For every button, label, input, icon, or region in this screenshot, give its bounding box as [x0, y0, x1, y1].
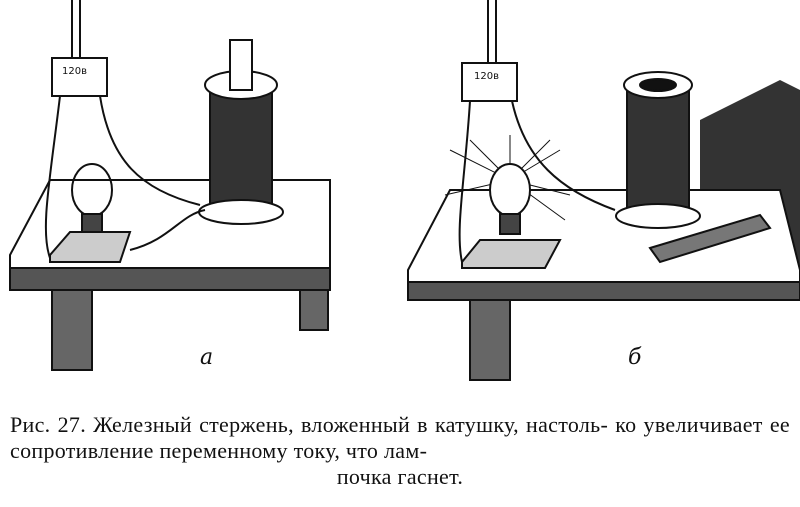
caption-line-3: почка гаснет.: [336, 464, 464, 489]
panel-a-drawing: 120в: [9, 0, 331, 371]
caption-line-1: Железный стержень, вложенный в катушку, …: [93, 412, 609, 437]
panel-a-label: а: [200, 345, 214, 370]
plug-b: [461, 62, 518, 102]
iron-bar: [648, 213, 772, 264]
caption-prefix: Рис. 27.: [10, 412, 87, 437]
panel-b-label: б: [628, 345, 642, 370]
svg-text:120в: 120в: [62, 66, 87, 77]
iron-core: [229, 39, 253, 91]
table-leg-a: [51, 289, 93, 371]
caption-line-2: ко увеличивает ее сопротивление переменн…: [10, 412, 790, 463]
svg-text:120в: 120в: [474, 71, 499, 82]
bulb-b: [489, 163, 531, 217]
table-leg-b: [469, 299, 511, 381]
coil-a: [209, 84, 273, 211]
plug-a: [51, 57, 108, 97]
coil-b: [626, 84, 690, 216]
panel-b-drawing: 120в: [407, 0, 800, 381]
illustration: 120в 120в: [9, 0, 800, 381]
figure-caption: Рис. 27. Железный стержень, вложенный в …: [10, 412, 790, 490]
